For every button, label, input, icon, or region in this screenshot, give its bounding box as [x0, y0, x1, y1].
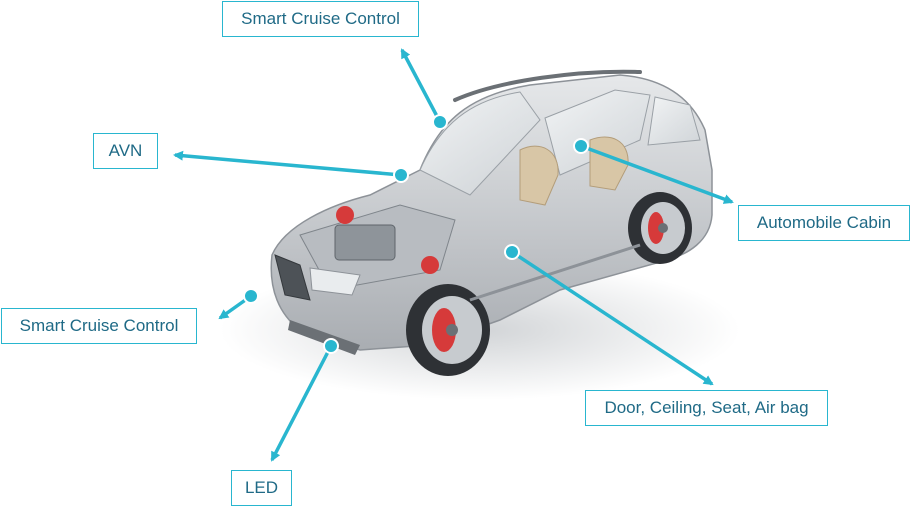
front-strut-right [421, 256, 439, 274]
windshield [419, 91, 541, 196]
label-led: LED [231, 470, 292, 506]
line-smart-cruise-top [400, 48, 442, 123]
front-grille [274, 254, 311, 301]
side-window-rear [647, 96, 701, 146]
front-bumper [288, 320, 360, 355]
label-automobile-cabin: Automobile Cabin [738, 205, 910, 241]
label-smart-cruise-control-top: Smart Cruise Control [222, 1, 419, 37]
dot-led [323, 338, 339, 354]
line-led [270, 345, 333, 462]
rear-wheel [628, 192, 692, 264]
label-avn: AVN [93, 133, 158, 169]
engine-block [334, 224, 396, 261]
side-sill [469, 243, 641, 302]
dot-avn [393, 167, 409, 183]
label-door-ceiling-seat-airbag: Door, Ceiling, Seat, Air bag [585, 390, 828, 426]
dot-automobile-cabin [573, 138, 589, 154]
line-avn [173, 150, 402, 177]
roof-rail [453, 69, 642, 102]
line-automobile-cabin [580, 144, 734, 204]
rear-seat [589, 136, 629, 191]
dot-smart-cruise-left [243, 288, 259, 304]
line-door-ceiling [511, 250, 714, 386]
headlight [309, 267, 361, 296]
dot-door-ceiling [504, 244, 520, 260]
dot-smart-cruise-top [432, 114, 448, 130]
label-smart-cruise-control-left: Smart Cruise Control [1, 308, 197, 344]
callout-dots [243, 114, 589, 354]
front-strut-left [336, 206, 354, 224]
front-seat [519, 145, 559, 206]
front-wheel [406, 284, 490, 376]
suv-cutaway-image [220, 69, 740, 400]
